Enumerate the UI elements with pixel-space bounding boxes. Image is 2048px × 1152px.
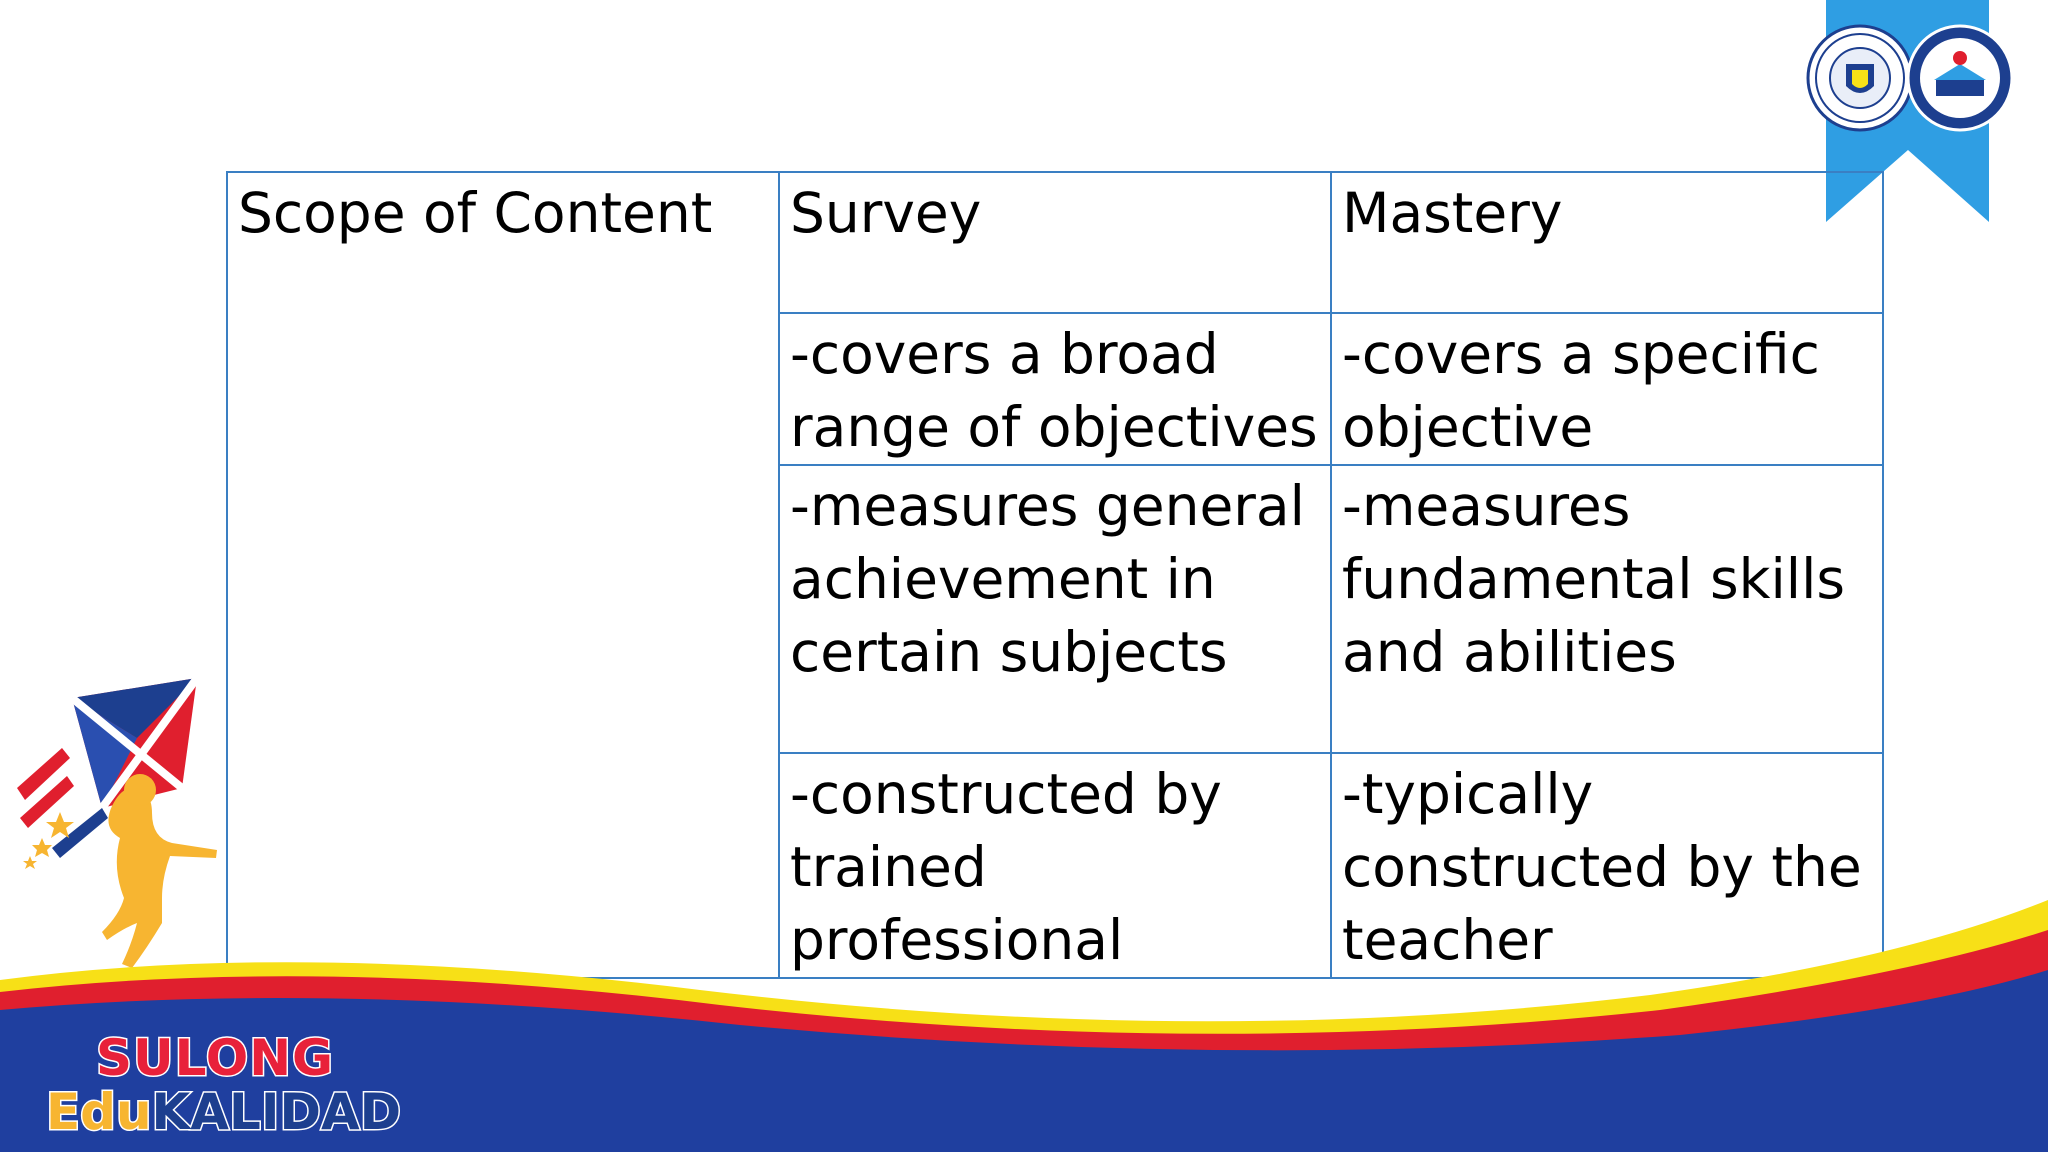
deped-seal-icon	[1806, 24, 1914, 132]
table-row: -measures general achievement in certain…	[227, 464, 1884, 754]
survey-cell: -covers a broad range of objectives	[778, 312, 1332, 466]
survey-cell: -constructed by trained professional	[778, 752, 1332, 979]
kite-figure-illustration	[17, 678, 217, 968]
comparison-table: Scope of Content Survey Mastery -covers …	[226, 171, 1884, 979]
mastery-header: Mastery	[1342, 181, 1563, 245]
division-seal-icon	[1906, 24, 2014, 132]
table-row: -constructed by trained professional -ty…	[227, 752, 1884, 979]
survey-cell: -measures general achievement in certain…	[778, 464, 1332, 754]
logo-line1: SULONG	[94, 1029, 335, 1087]
survey-header-cell: Survey	[778, 171, 1332, 314]
table-header-row: Scope of Content Survey Mastery	[226, 171, 1884, 979]
row-label-cell: Scope of Content	[226, 171, 780, 979]
mastery-cell: -typically constructed by the teacher	[1330, 752, 1884, 979]
logo-line2: EduKALIDAD	[45, 1083, 403, 1142]
mastery-cell: -covers a specific objective	[1330, 312, 1884, 466]
sulong-edukalidad-logo: SULONG EduKALIDAD	[45, 1031, 403, 1142]
survey-header: Survey	[790, 181, 982, 245]
scope-of-content-label: Scope of Content	[238, 181, 713, 245]
mastery-header-cell: Mastery	[1330, 171, 1884, 314]
bottom-wave-banner	[0, 900, 2048, 1152]
mastery-cell: -measures fundamental skills and abiliti…	[1330, 464, 1884, 754]
logo-kalidad: KALIDAD	[150, 1083, 403, 1142]
table-row: -covers a broad range of objectives -cov…	[227, 312, 1884, 466]
logo-edu: Edu	[45, 1083, 154, 1142]
